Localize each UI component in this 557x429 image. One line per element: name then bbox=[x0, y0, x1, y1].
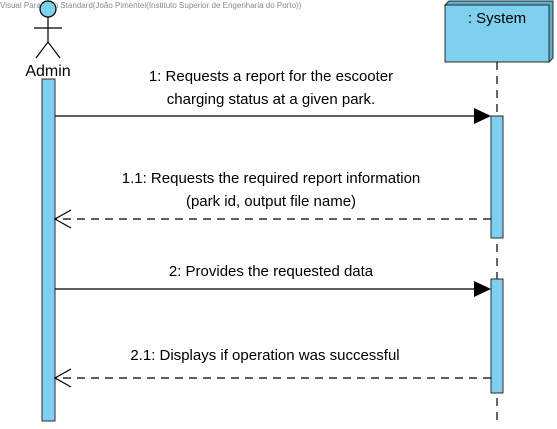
system-activation-bar-1 bbox=[490, 115, 504, 239]
watermark-text: Visual Paradigm Standard(João Pimentel(I… bbox=[0, 1, 302, 10]
admin-activation-bar bbox=[41, 78, 56, 422]
actor-label: Admin bbox=[25, 63, 70, 80]
message-1-1: 1.1: Requests the required report inform… bbox=[53, 170, 491, 229]
message-2: 2: Provides the requested data bbox=[55, 263, 491, 297]
message-2-1-arrowhead bbox=[53, 368, 72, 388]
admin-actor-icon bbox=[34, 0, 62, 59]
message-2-arrowhead bbox=[474, 281, 491, 297]
message-2-label: 2: Provides the requested data bbox=[169, 263, 374, 280]
lifeline-label: : System bbox=[468, 10, 526, 27]
message-1-arrowhead bbox=[474, 108, 491, 124]
message-1-1-label-line1: 1.1: Requests the required report inform… bbox=[122, 170, 421, 187]
message-1: 1: Requests a report for the escooter ch… bbox=[55, 68, 491, 124]
system-activation-bar-2 bbox=[490, 278, 504, 394]
message-2-1-label: 2.1: Displays if operation was successfu… bbox=[130, 347, 399, 364]
message-1-1-label-line2: (park id, output file name) bbox=[186, 193, 356, 210]
message-1-label-line1: 1: Requests a report for the escooter bbox=[149, 68, 393, 85]
message-1-label-line2: charging status at a given park. bbox=[167, 91, 375, 108]
message-1-1-arrowhead bbox=[53, 209, 72, 229]
message-2-1: 2.1: Displays if operation was successfu… bbox=[53, 347, 491, 388]
